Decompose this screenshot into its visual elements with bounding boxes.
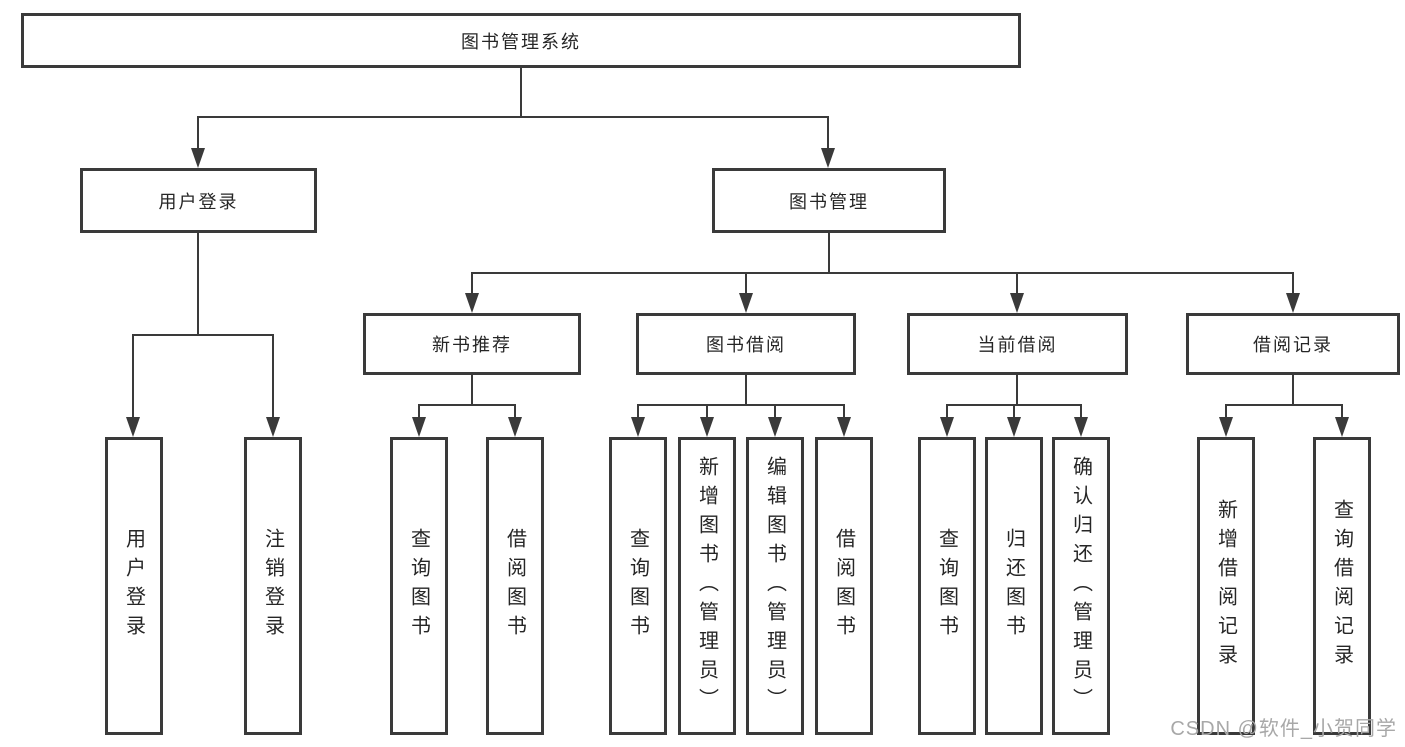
- node-label: 查询图书: [935, 528, 958, 644]
- connector-line: [843, 404, 845, 427]
- arrow-down-icon: [191, 148, 205, 168]
- arrow-down-icon: [412, 417, 426, 437]
- node-label: 图书管理系统: [461, 31, 581, 52]
- node-leaf-borrowing-borrow-books: 借阅图书: [815, 437, 873, 735]
- connector-line: [745, 272, 747, 303]
- connector-line: [706, 404, 708, 427]
- node-label: 新增图书（管理员）: [695, 455, 718, 717]
- connector-line: [828, 232, 830, 274]
- node-leaf-current-return-books: 归还图书: [985, 437, 1043, 735]
- connector-line: [1225, 404, 1227, 427]
- node-new-book-recommend: 新书推荐: [363, 313, 581, 375]
- node-leaf-logout: 注销登录: [244, 437, 302, 735]
- node-borrowing-records: 借阅记录: [1186, 313, 1400, 375]
- connector-line: [637, 404, 845, 406]
- node-user-login: 用户登录: [80, 168, 317, 233]
- node-label: 用户登录: [122, 528, 145, 644]
- arrow-down-icon: [1007, 417, 1021, 437]
- connector-line: [1016, 272, 1018, 303]
- connector-line: [1292, 272, 1294, 303]
- connector-line: [471, 272, 1294, 274]
- node-label: 查询图书: [626, 528, 649, 644]
- node-label: 用户登录: [158, 191, 239, 212]
- node-library-system: 图书管理系统: [21, 13, 1021, 68]
- connector-line: [514, 404, 516, 427]
- node-label: 注销登录: [261, 528, 284, 644]
- node-label: 新书推荐: [432, 335, 512, 355]
- node-current-borrowing: 当前借阅: [907, 313, 1128, 375]
- node-leaf-current-query-books: 查询图书: [918, 437, 976, 735]
- arrow-down-icon: [1335, 417, 1349, 437]
- connector-line: [520, 68, 522, 117]
- connector-line: [1225, 404, 1343, 406]
- node-label: 新增借阅记录: [1214, 499, 1237, 673]
- arrow-down-icon: [126, 417, 140, 437]
- arrow-down-icon: [1286, 293, 1300, 313]
- arrow-down-icon: [1219, 417, 1233, 437]
- connector-line: [132, 334, 274, 336]
- connector-line: [471, 272, 473, 303]
- connector-line: [418, 404, 516, 406]
- arrow-down-icon: [465, 293, 479, 313]
- node-label: 归还图书: [1002, 528, 1025, 644]
- node-leaf-records-add-record: 新增借阅记录: [1197, 437, 1255, 735]
- arrow-down-icon: [700, 417, 714, 437]
- arrow-down-icon: [739, 293, 753, 313]
- connector-line: [1341, 404, 1343, 427]
- arrow-down-icon: [1074, 417, 1088, 437]
- arrow-down-icon: [940, 417, 954, 437]
- connector-line: [827, 116, 829, 158]
- node-label: 借阅记录: [1253, 335, 1333, 355]
- connector-line: [1013, 404, 1015, 427]
- node-label: 借阅图书: [503, 528, 526, 644]
- connector-line: [946, 404, 948, 427]
- arrow-down-icon: [821, 148, 835, 168]
- node-leaf-borrowing-edit-books-admin: 编辑图书（管理员）: [746, 437, 804, 735]
- watermark: CSDN @软件_小贺同学: [1170, 718, 1397, 740]
- node-book-borrowing: 图书借阅: [636, 313, 856, 375]
- node-label: 图书管理: [789, 191, 869, 212]
- connector-line: [197, 116, 829, 118]
- node-label: 查询图书: [407, 528, 430, 644]
- arrow-down-icon: [768, 417, 782, 437]
- arrow-down-icon: [631, 417, 645, 437]
- arrow-down-icon: [508, 417, 522, 437]
- node-leaf-records-query-record: 查询借阅记录: [1313, 437, 1371, 735]
- node-label: 借阅图书: [832, 528, 855, 644]
- connector-line: [1016, 374, 1018, 406]
- connector-line: [637, 404, 639, 427]
- arrow-down-icon: [837, 417, 851, 437]
- node-leaf-recommend-query-books: 查询图书: [390, 437, 448, 735]
- connector-line: [471, 374, 473, 406]
- connector-line: [1292, 374, 1294, 406]
- connector-line: [132, 334, 134, 427]
- connector-line: [745, 374, 747, 406]
- node-label: 查询借阅记录: [1330, 499, 1353, 673]
- connector-line: [197, 232, 199, 336]
- node-label: 图书借阅: [706, 335, 786, 355]
- node-leaf-borrowing-add-books-admin: 新增图书（管理员）: [678, 437, 736, 735]
- node-leaf-current-confirm-return-admin: 确认归还（管理员）: [1052, 437, 1110, 735]
- node-book-management: 图书管理: [712, 168, 946, 233]
- connector-line: [1080, 404, 1082, 427]
- node-leaf-user-login: 用户登录: [105, 437, 163, 735]
- node-label: 当前借阅: [977, 335, 1058, 355]
- connector-line: [197, 116, 199, 158]
- node-label: 确认归还（管理员）: [1069, 455, 1092, 717]
- connector-line: [272, 334, 274, 427]
- node-label: 编辑图书（管理员）: [763, 455, 786, 717]
- node-leaf-recommend-borrow-books: 借阅图书: [486, 437, 544, 735]
- arrow-down-icon: [1010, 293, 1024, 313]
- node-leaf-borrowing-query-books: 查询图书: [609, 437, 667, 735]
- arrow-down-icon: [266, 417, 280, 437]
- connector-line: [418, 404, 420, 427]
- connector-line: [774, 404, 776, 427]
